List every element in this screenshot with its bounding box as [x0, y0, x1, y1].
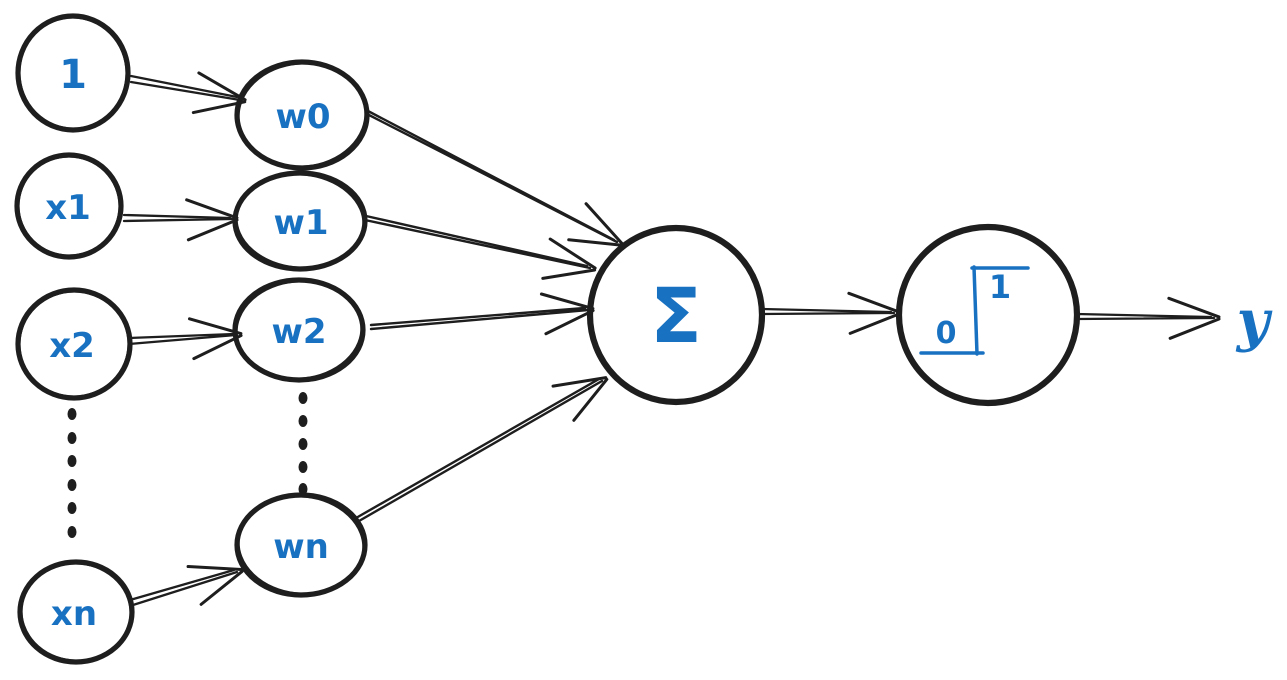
- step-high-label: 1: [989, 268, 1011, 306]
- ellipsis-dots-weights: [298, 392, 308, 495]
- sum-node-label: Σ: [650, 271, 702, 360]
- wn-node-label: wn: [273, 527, 329, 567]
- bias-node-label: 1: [59, 52, 87, 98]
- node-input-xn: xn: [17, 559, 135, 665]
- w1-node-label: w1: [273, 203, 328, 243]
- arrow-wn-to-sum: [354, 379, 602, 523]
- arrow-bias-to-w0: [129, 76, 240, 100]
- arrow-activation-to-output: [1075, 314, 1214, 319]
- activation-node-circle-sketch: [898, 226, 1078, 404]
- x2-node-label: x2: [49, 326, 95, 366]
- ellipsis-dots-inputs: [67, 408, 77, 538]
- arrow-w1-to-sum: [363, 214, 590, 268]
- xn-node-label: xn: [51, 594, 97, 634]
- arrow-x1-to-w1: [122, 215, 232, 221]
- arrow-xn-to-wn: [128, 570, 237, 605]
- xn-node-circle-sketch: [19, 561, 133, 663]
- x1-node-label: x1: [45, 188, 91, 228]
- node-input-x1: x1: [14, 152, 124, 260]
- arrow-w2-to-sum: [369, 308, 588, 329]
- arrow-x2-to-w2: [127, 334, 236, 344]
- node-weight-w1: w1: [232, 170, 368, 272]
- node-sum: Σ: [586, 224, 766, 406]
- w2-node-label: w2: [271, 312, 326, 352]
- arrow-w0-to-sum: [365, 109, 617, 242]
- x1-node-circle-sketch: [16, 154, 122, 258]
- node-weight-wn: wn: [234, 492, 368, 598]
- step-low-label: 0: [936, 316, 957, 351]
- output-label: y: [1235, 288, 1273, 354]
- arrow-sum-to-activation: [760, 309, 894, 314]
- node-input-bias: 1: [15, 13, 131, 133]
- node-activation: 0 1: [895, 223, 1081, 407]
- node-weight-w0: w0: [234, 59, 370, 171]
- w0-node-label: w0: [275, 97, 330, 137]
- node-input-x2: x2: [15, 287, 133, 401]
- node-weight-w2: w2: [232, 277, 366, 383]
- bias-node-circle-sketch: [17, 15, 129, 131]
